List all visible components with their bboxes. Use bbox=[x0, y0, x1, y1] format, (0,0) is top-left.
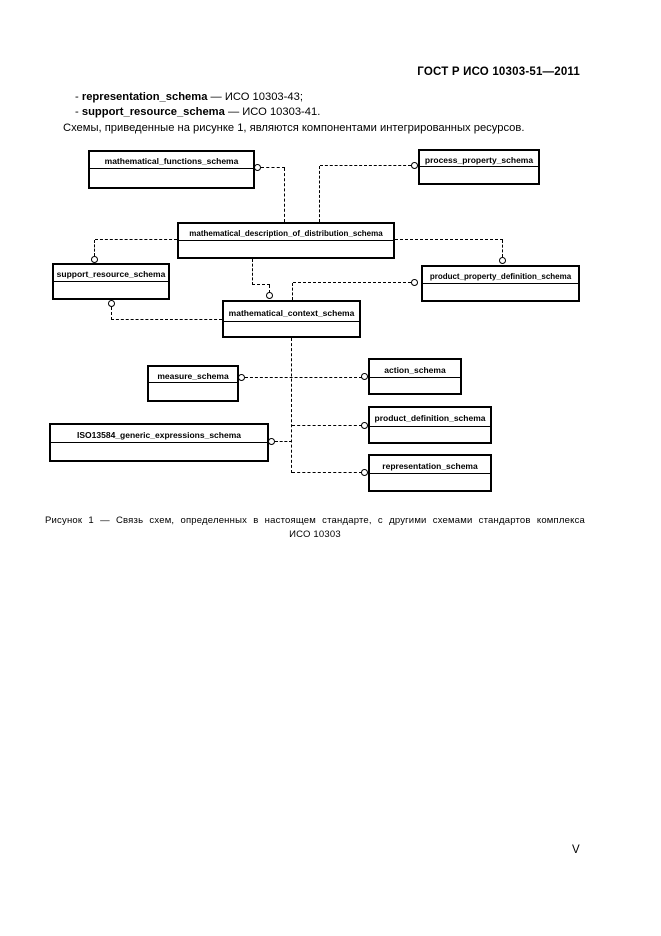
schema-box-divider bbox=[149, 382, 237, 383]
connector-segment bbox=[269, 285, 270, 293]
schema-box-divider bbox=[370, 377, 460, 378]
connector-segment bbox=[395, 239, 503, 240]
connector-segment bbox=[293, 282, 411, 283]
relation-circle-action-left bbox=[361, 373, 368, 380]
intro-line-representation: - representation_schema — ИСО 10303-43; bbox=[63, 90, 593, 105]
schema-label: mathematical_description_of_distribution… bbox=[189, 228, 383, 238]
connector-segment bbox=[292, 425, 362, 426]
schema-box-product-property-definition: product_property_definition_schema bbox=[421, 265, 580, 302]
schema-label: mathematical_context_schema bbox=[228, 307, 355, 318]
schema-box-divider bbox=[54, 281, 168, 282]
relation-circle-mathematical-functions bbox=[254, 164, 261, 171]
figure-caption-line2: ИСО 10303 bbox=[289, 529, 341, 540]
schema-box-support-resource: support_resource_schema bbox=[52, 263, 170, 300]
schema-box-product-definition: product_definition_schema bbox=[368, 406, 492, 444]
connector-trunk bbox=[291, 338, 292, 473]
connector-segment bbox=[275, 441, 292, 442]
connector-segment bbox=[320, 165, 411, 166]
schema-box-divider bbox=[224, 321, 359, 322]
connector-segment bbox=[245, 377, 362, 378]
intro-line-rest: — ИСО 10303-43; bbox=[207, 91, 303, 103]
intro-line-prefix: - bbox=[75, 91, 82, 103]
schema-label: representation_schema bbox=[382, 460, 478, 471]
schema-box-divider bbox=[51, 442, 267, 443]
schema-label: process_property_schema bbox=[424, 154, 534, 165]
schema-label: product_property_definition_schema bbox=[429, 271, 572, 281]
relation-circle-support-resource-top bbox=[91, 256, 98, 263]
schema-box-mathematical-context: mathematical_context_schema bbox=[222, 300, 361, 338]
schema-label: product_definition_schema bbox=[374, 413, 486, 423]
relation-circle-representation-left bbox=[361, 469, 368, 476]
schema-box-process-property: process_property_schema bbox=[418, 149, 540, 185]
relation-circle-support-resource-bottom bbox=[108, 300, 115, 307]
intro-line-prefix: - bbox=[75, 106, 82, 119]
connector-segment bbox=[261, 167, 285, 168]
schema-box-measure: measure_schema bbox=[147, 365, 239, 402]
connector-segment bbox=[284, 168, 285, 222]
schema-box-divider bbox=[423, 283, 578, 284]
relation-circle-product-definition-left bbox=[361, 422, 368, 429]
connector-segment bbox=[111, 319, 222, 320]
schema-box-mathematical-description-of-distribution: mathematical_description_of_distribution… bbox=[177, 222, 395, 259]
figure-caption-line1: Рисунок 1 — Связь схем, определенных в н… bbox=[45, 515, 585, 526]
intro-line-term: representation_schema bbox=[81, 91, 208, 103]
relation-circle-process-property bbox=[411, 162, 418, 169]
connector-segment bbox=[252, 259, 253, 285]
schema-box-divider bbox=[179, 240, 393, 241]
connector-segment bbox=[319, 166, 320, 222]
schema-box-divider bbox=[420, 166, 538, 167]
connector-segment bbox=[94, 240, 95, 256]
schema-label: support_resource_schema bbox=[56, 269, 166, 279]
schema-label: mathematical_functions_schema bbox=[104, 156, 239, 166]
intro-text: - representation_schema — ИСО 10303-43; … bbox=[63, 90, 593, 136]
schema-box-divider bbox=[90, 168, 253, 169]
document-header: ГОСТ Р ИСО 10303-51—2011 bbox=[417, 66, 580, 78]
connector-segment bbox=[292, 472, 362, 473]
schema-box-action: action_schema bbox=[368, 358, 462, 395]
connector-segment bbox=[111, 307, 112, 320]
schema-box-representation: representation_schema bbox=[368, 454, 492, 492]
relation-circle-product-property-definition-left bbox=[411, 279, 418, 286]
schema-box-divider bbox=[370, 426, 490, 427]
schema-label: measure_schema bbox=[157, 370, 229, 381]
schema-box-iso13584-generic-expressions: ISO13584_generic_expressions_schema bbox=[49, 423, 269, 462]
schema-box-divider bbox=[370, 473, 490, 474]
figure-caption: Рисунок 1 — Связь схем, определенных в н… bbox=[45, 514, 585, 542]
intro-paragraph: Схемы, приведенные на рисунке 1, являютс… bbox=[63, 121, 525, 134]
page-number: V bbox=[572, 844, 580, 856]
relation-circle-iso13584-right bbox=[268, 438, 275, 445]
intro-line-rest: — ИСО 10303-41. bbox=[224, 106, 321, 119]
connector-segment bbox=[292, 283, 293, 300]
connector-segment bbox=[95, 239, 177, 240]
intro-line-term: support_resource_schema bbox=[81, 106, 225, 119]
schema-label: ISO13584_generic_expressions_schema bbox=[77, 429, 241, 440]
relation-circle-product-property-definition-top bbox=[499, 257, 506, 264]
relation-circle-measure-right bbox=[238, 374, 245, 381]
relation-circle-mathematical-context-top bbox=[266, 292, 273, 299]
connector-segment bbox=[502, 240, 503, 257]
intro-line-support: - support_resource_schema — ИСО 10303-41… bbox=[63, 105, 593, 120]
schema-box-mathematical-functions: mathematical_functions_schema bbox=[88, 150, 255, 189]
connector-segment bbox=[252, 284, 270, 285]
schema-label: action_schema bbox=[384, 364, 446, 375]
